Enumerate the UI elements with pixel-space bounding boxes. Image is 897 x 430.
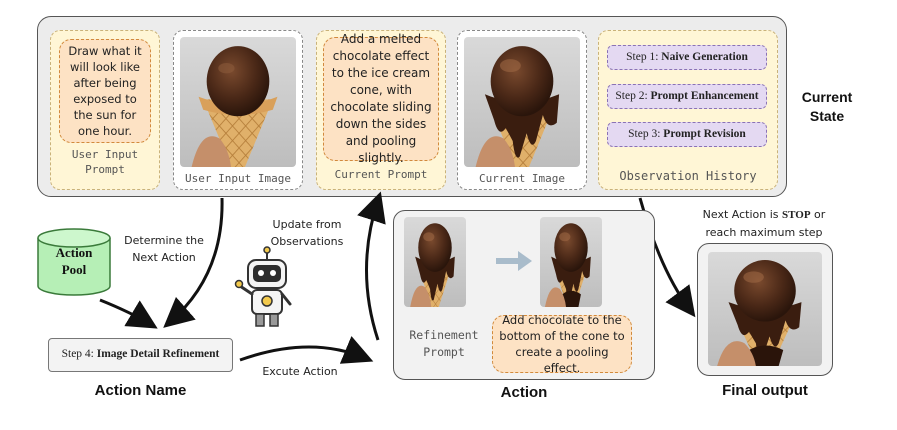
history-step-3: Step 3: Prompt Revision (607, 122, 767, 147)
arrow-right-icon (496, 251, 532, 271)
final-note-bold: STOP (782, 209, 811, 221)
final-output-panel (697, 243, 833, 376)
action-name-prefix: Step 4: (61, 348, 97, 360)
action-pool-label-line2: Pool (61, 262, 87, 277)
history-step-3-prefix: Step 3: (628, 128, 664, 140)
current-prompt-text: Add a melted chocolate effect to the ice… (323, 32, 439, 165)
action-name-value: Image Detail Refinement (96, 348, 220, 360)
current-prompt-caption: Current Prompt (334, 168, 428, 181)
update-label: Update from Observations (270, 218, 344, 248)
current-state-title: Current State (801, 89, 853, 124)
history-step-3-name: Prompt Revision (663, 128, 746, 140)
history-step-1-prefix: Step 1: (626, 51, 662, 63)
action-pool-label: Action Pool (36, 244, 112, 278)
final-output-image (708, 252, 822, 366)
arrow-pool (99, 298, 158, 329)
history-step-2-name: Prompt Enhancement (650, 90, 759, 102)
action-after-image (540, 217, 602, 307)
history-step-2: Step 2: Prompt Enhancement (607, 84, 767, 109)
current-prompt-card: Add a melted chocolate effect to the ice… (316, 30, 446, 190)
history-step-2-prefix: Step 2: (615, 90, 651, 102)
action-pool-label-line1: Action (55, 245, 93, 260)
history-step-1: Step 1: Naive Generation (607, 45, 767, 70)
final-note-pre: Next Action is (702, 208, 783, 221)
arrow-update (357, 191, 386, 341)
execute-label: Excute Action (262, 365, 338, 378)
refinement-prompt-caption: Refinement Prompt (409, 328, 479, 359)
current-image-card: Current Image (457, 30, 587, 190)
action-panel: Refinement Prompt Add chocolate to the b… (393, 210, 655, 380)
robot-icon (234, 246, 292, 327)
final-output-title: Final output (722, 382, 808, 399)
final-note-line1: Next Action is STOP or (684, 206, 844, 224)
action-pool-cylinder (37, 228, 111, 296)
user-input-image-caption: User Input Image (185, 172, 291, 185)
observation-history-caption: Observation History (619, 169, 757, 183)
user-input-prompt-text: Draw what it will look like after being … (59, 39, 151, 143)
current-image-caption: Current Image (478, 172, 566, 185)
action-title: Action (500, 384, 548, 401)
final-note-line2: reach maximum step (705, 226, 823, 239)
history-step-1-name: Naive Generation (661, 51, 748, 63)
user-input-prompt-card: Draw what it will look like after being … (50, 30, 160, 190)
final-note-post: or (810, 208, 826, 221)
refinement-prompt-text: Add chocolate to the bottom of the cone … (492, 313, 632, 375)
arrow-determine (163, 197, 224, 328)
user-input-image-card: User Input Image (173, 30, 303, 190)
action-name-box: Step 4: Image Detail Refinement (48, 338, 233, 372)
observation-history-card: Step 1: Naive Generation Step 2: Prompt … (598, 30, 778, 190)
user-input-prompt-caption: User Input Prompt (71, 148, 139, 176)
determine-label: Determine the Next Action (124, 234, 204, 264)
action-before-image (404, 217, 466, 307)
action-name-title: Action Name (94, 382, 187, 399)
final-note: Next Action is STOP or reach maximum ste… (684, 206, 844, 241)
arrow-execute (239, 336, 374, 364)
